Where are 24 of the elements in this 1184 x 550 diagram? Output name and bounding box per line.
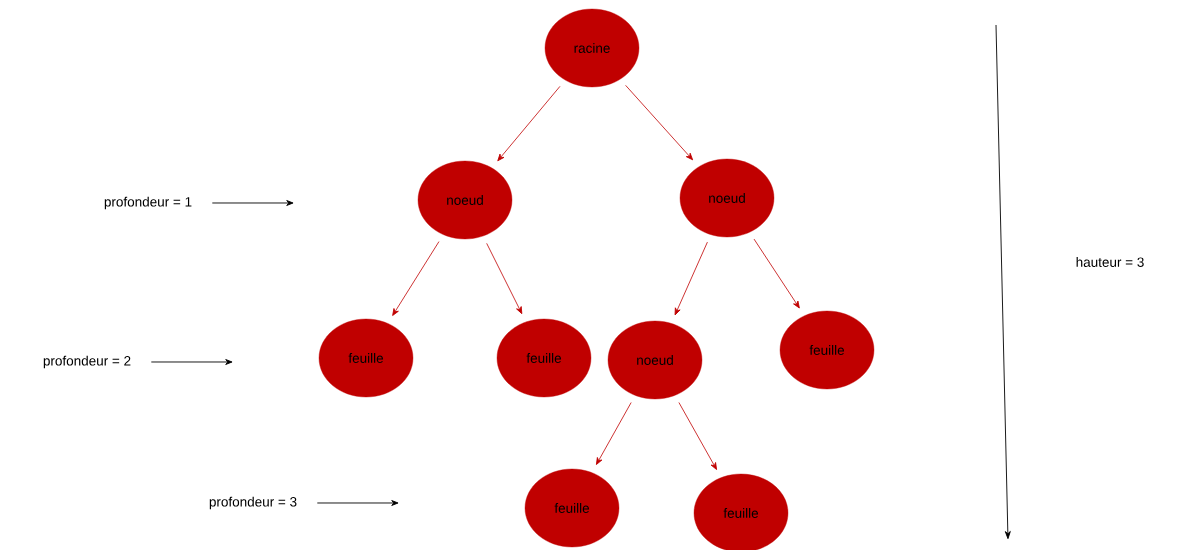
tree-node: noeud — [417, 160, 513, 240]
tree-node: noeud — [679, 158, 775, 238]
tree-node: feuille — [524, 468, 620, 548]
height-label: hauteur = 3 — [1076, 257, 1144, 267]
arrow — [596, 402, 632, 465]
arrow — [211, 200, 294, 206]
tree-node: noeud — [607, 320, 703, 400]
arrow — [753, 238, 800, 309]
tree-node: racine — [544, 8, 640, 88]
depth-label: profondeur = 1 — [104, 196, 192, 210]
tree-node: feuille — [318, 318, 414, 398]
arrow — [150, 359, 233, 365]
tree-node: feuille — [496, 318, 592, 398]
arrow — [678, 402, 717, 470]
arrow — [316, 500, 399, 506]
arrow — [497, 85, 561, 162]
arrow — [674, 241, 708, 316]
arrow — [625, 84, 694, 161]
depth-label: profondeur = 2 — [43, 355, 131, 369]
tree-node: feuille — [779, 310, 875, 390]
arrow — [392, 241, 440, 316]
tree-node: feuille — [693, 473, 789, 550]
arrow — [486, 242, 523, 315]
depth-label: profondeur = 3 — [209, 496, 297, 510]
